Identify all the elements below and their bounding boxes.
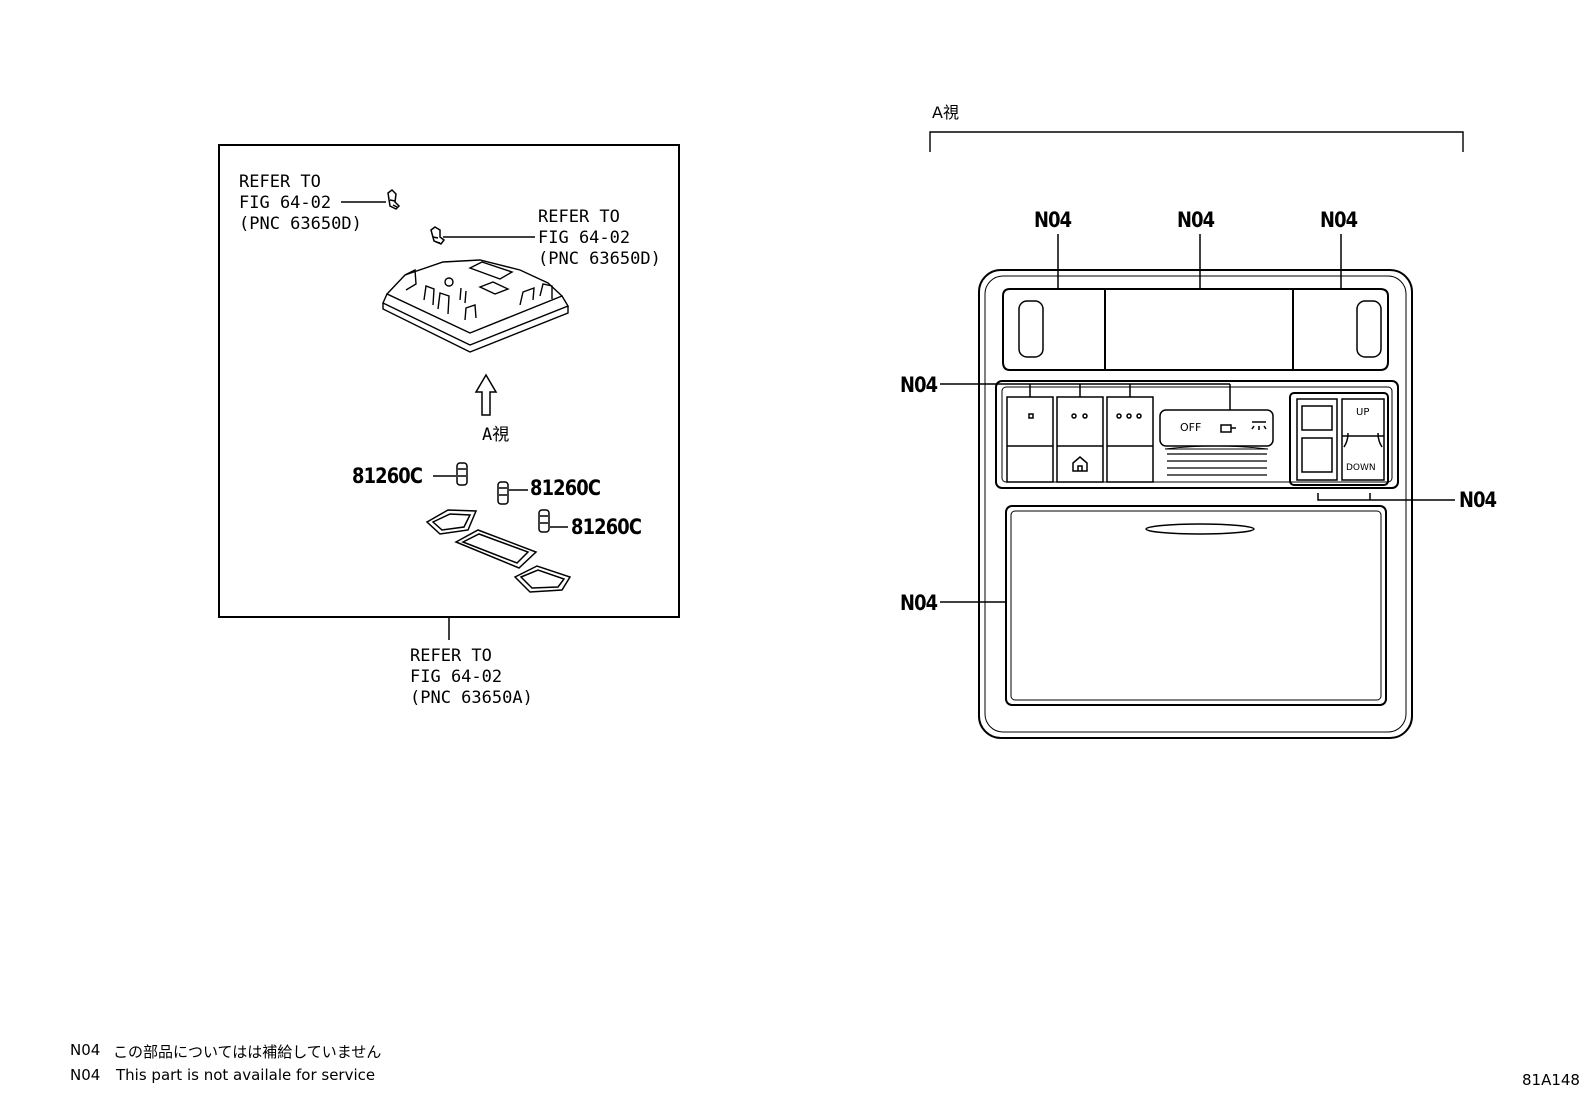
ref-top-right-1: REFER TO [538, 207, 620, 227]
garage-btn-3 [1106, 396, 1154, 483]
n04-label-top-center: N04 [1177, 208, 1215, 232]
lens-2 [454, 529, 538, 569]
footnote-2-code: N04 [70, 1066, 101, 1084]
n04-label-switches: N04 [900, 373, 938, 397]
view-bracket [929, 131, 1464, 152]
n04-label-sunroof: N04 [1459, 488, 1497, 512]
clip-top-left-icon [387, 189, 401, 210]
map-lamp-right [1356, 300, 1382, 358]
n04-label-top-right: N04 [1320, 208, 1358, 232]
bulb-3-icon [538, 509, 550, 533]
n04-label-box: N04 [900, 591, 938, 615]
leader-n04-sunroof [1317, 493, 1455, 501]
bulb-1-icon [456, 462, 468, 486]
bulb-label-3: 81260C [571, 515, 642, 539]
switch-down-text: DOWN [1346, 463, 1376, 473]
dome-on-icon [1251, 421, 1267, 430]
view-arrow-icon [474, 373, 498, 416]
bulb-label-2: 81260C [530, 476, 601, 500]
ref-top-right-3: (PNC 63650D) [538, 249, 661, 269]
clip-top-right-icon [430, 226, 446, 245]
ref-top-left-2: FIG 64-02 [239, 193, 332, 213]
switch-up-text: UP [1356, 407, 1370, 418]
top-lamp-strip [1002, 288, 1389, 371]
box-handle [1145, 523, 1255, 535]
map-lamp-left [1018, 300, 1044, 358]
garage-btn-2 [1056, 396, 1104, 483]
ref-top-right-2: FIG 64-02 [538, 228, 631, 248]
slide-switch [1341, 398, 1385, 481]
lens-3 [513, 565, 572, 593]
dome-switch [1159, 409, 1274, 447]
home-icon [1072, 456, 1088, 472]
ref-bottom-2: FIG 64-02 [410, 667, 503, 687]
console-assembly-sketch [382, 259, 570, 353]
bulb-2-icon [497, 481, 509, 505]
figure-id: 81A148 [1522, 1071, 1580, 1089]
storage-box [1005, 505, 1387, 706]
view-label-left: A視 [482, 425, 510, 445]
garage-btn-1 [1006, 396, 1054, 483]
view-label-right: A視 [932, 103, 959, 122]
door-lamp-icon [1220, 424, 1236, 433]
ref-bottom-3: (PNC 63650A) [410, 688, 533, 708]
n04-label-top-left: N04 [1034, 208, 1072, 232]
switch-panel [995, 380, 1399, 489]
bulb-label-1: 81260C [352, 464, 423, 488]
leader-n04-switches [940, 383, 1231, 410]
console-outer [978, 269, 1413, 739]
lens-1 [425, 509, 478, 535]
ref-top-left-3: (PNC 63650D) [239, 214, 362, 234]
sunroof-switch-frame [1289, 392, 1389, 486]
footnote-1-text: この部品についてはは補給していません [113, 1043, 382, 1061]
ref-top-left-1: REFER TO [239, 172, 321, 192]
vent-grille [1167, 453, 1267, 476]
footnote-2-text: This part is not availale for service [116, 1066, 376, 1084]
switch-off-text: OFF [1180, 421, 1202, 434]
footnote-1-code: N04 [70, 1041, 101, 1059]
ref-bottom-1: REFER TO [410, 646, 492, 666]
tilt-switch [1296, 398, 1338, 481]
